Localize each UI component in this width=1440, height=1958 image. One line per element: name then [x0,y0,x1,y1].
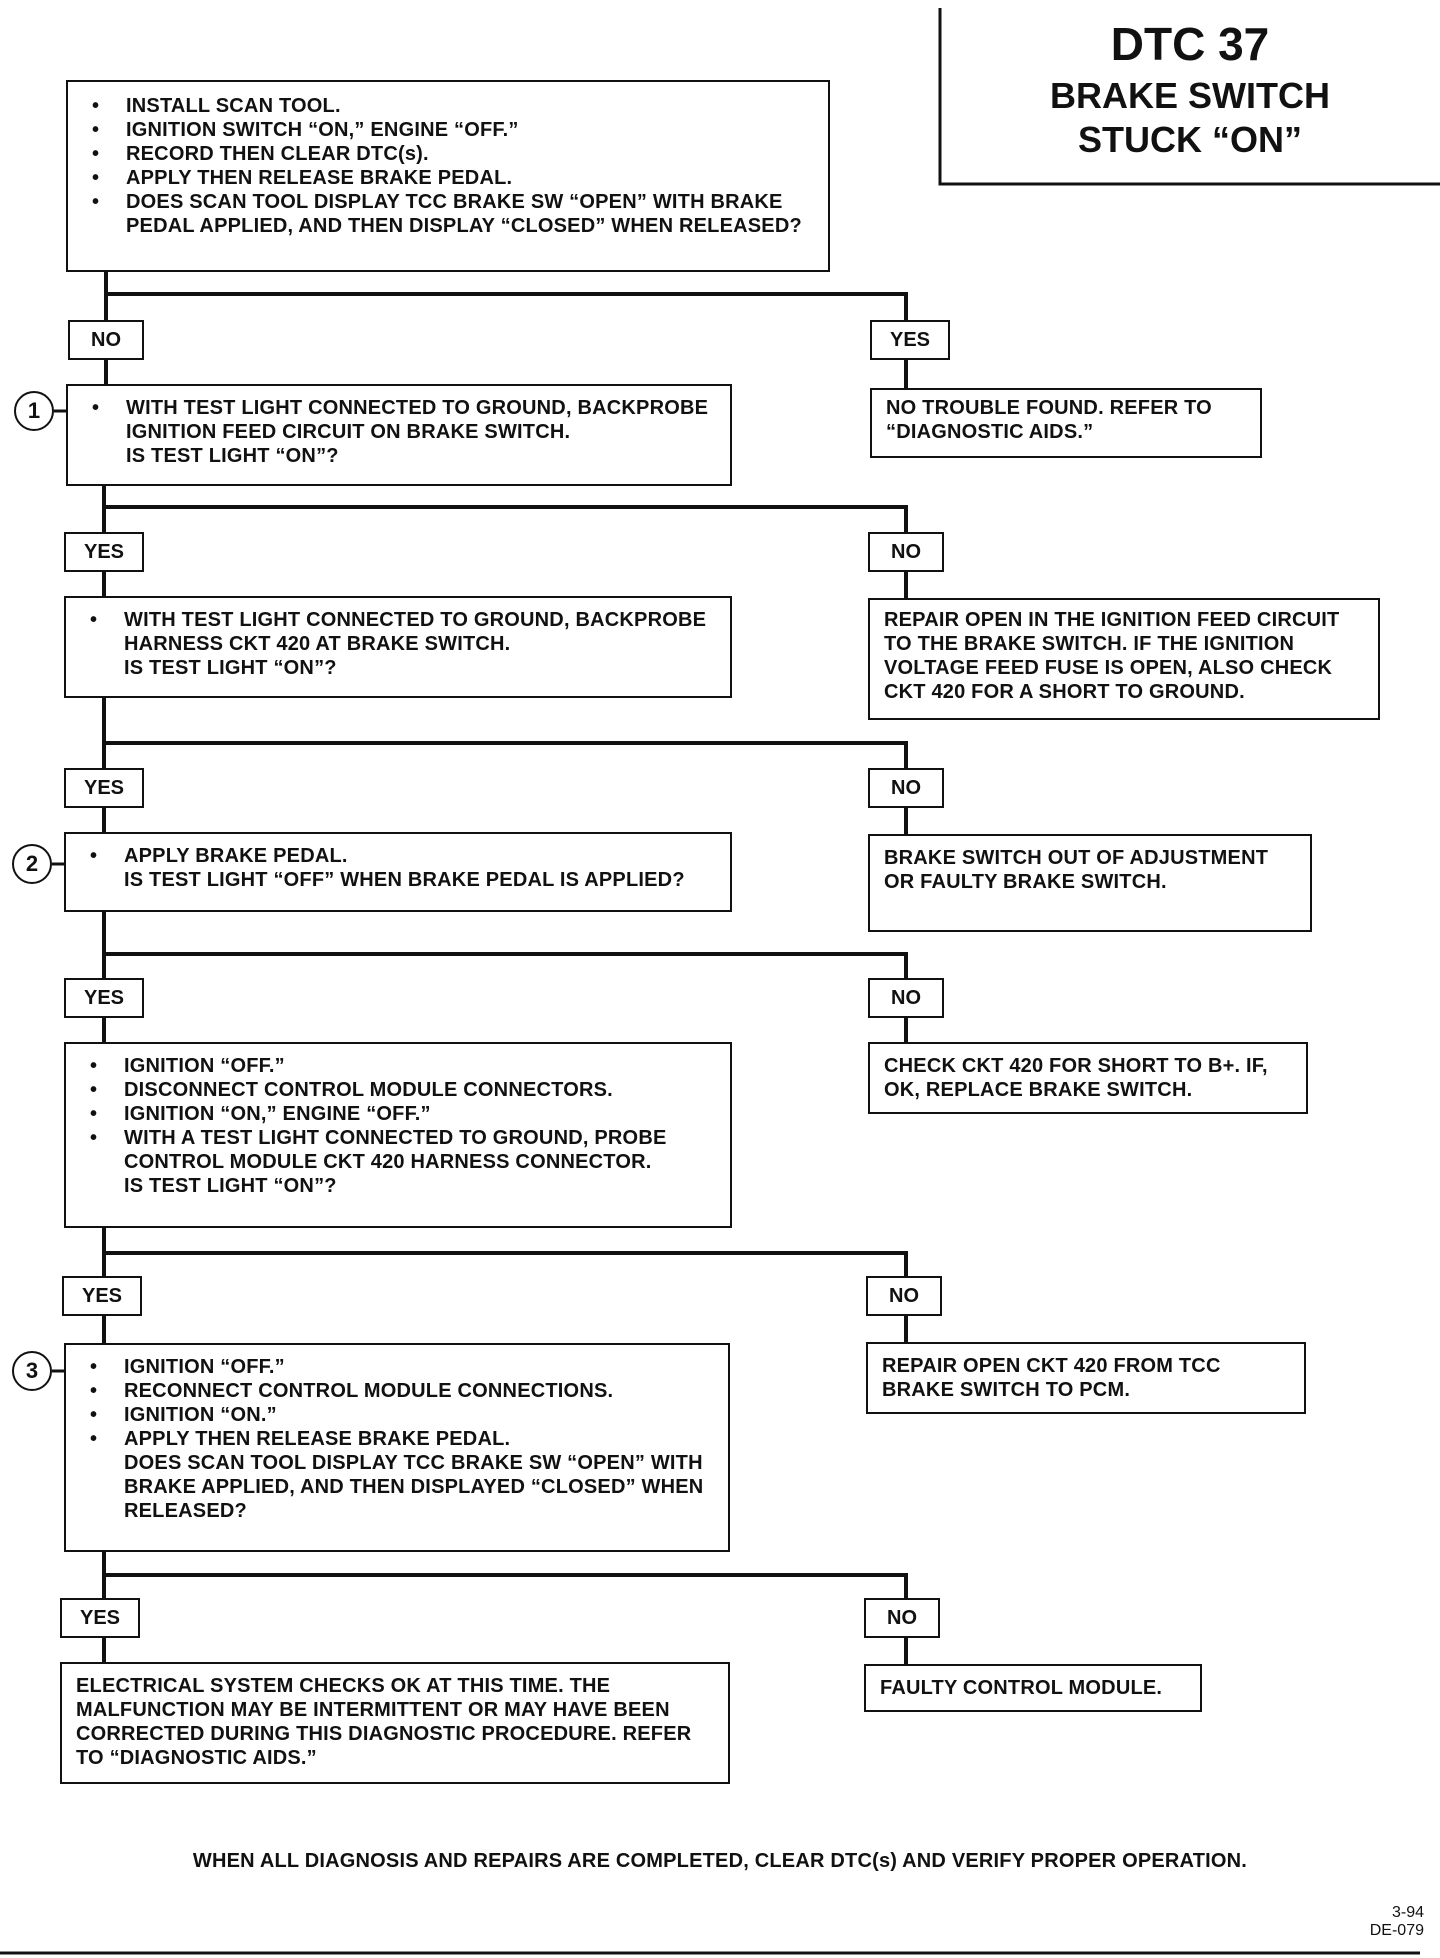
footer-note: WHEN ALL DIAGNOSIS AND REPAIRS ARE COMPL… [192,1850,1248,1872]
page-date: 3-94 [1391,1904,1424,1921]
step-number-3: 3 [12,1351,52,1391]
list-item: WITH TEST LIGHT CONNECTED TO GROUND, BAC… [78,396,720,444]
list-item: IGNITION “ON,” ENGINE “OFF.” [76,1102,720,1126]
title-block: DTC 37 BRAKE SWITCH STUCK “ON” [960,14,1420,162]
result-check-ckt-420-short: CHECK CKT 420 FOR SHORT TO B+. IF, OK, R… [868,1042,1308,1114]
step-box-2b: IGNITION “OFF.” DISCONNECT CONTROL MODUL… [64,1042,732,1228]
title-line-2: STUCK “ON” [1078,119,1302,160]
list-item: RECONNECT CONTROL MODULE CONNECTIONS. [76,1379,718,1403]
result-faulty-control-module: FAULTY CONTROL MODULE. [864,1664,1202,1712]
branch-label-no: NO [868,768,944,808]
branch-label-no: NO [864,1598,940,1638]
branch-label-yes: YES [64,532,144,572]
branch-label-yes: YES [64,768,144,808]
step-question: IS TEST LIGHT “ON”? [124,657,337,679]
step-box-2: APPLY BRAKE PEDAL. IS TEST LIGHT “OFF” W… [64,832,732,912]
step-question: IS TEST LIGHT “ON”? [126,445,339,467]
branch-label-yes: YES [62,1276,142,1316]
list-item: IGNITION “ON.” [76,1403,718,1427]
list-item: WITH TEST LIGHT CONNECTED TO GROUND, BAC… [76,608,720,656]
list-item: APPLY THEN RELEASE BRAKE PEDAL. [76,1427,718,1451]
result-no-trouble: NO TROUBLE FOUND. REFER TO “DIAGNOSTIC A… [870,388,1262,458]
list-item: DOES SCAN TOOL DISPLAY TCC BRAKE SW “OPE… [78,190,818,238]
step-box-initial: INSTALL SCAN TOOL. IGNITION SWITCH “ON,”… [66,80,830,272]
step-box-1b: WITH TEST LIGHT CONNECTED TO GROUND, BAC… [64,596,732,698]
list-item: APPLY THEN RELEASE BRAKE PEDAL. [78,166,818,190]
branch-label-yes: YES [60,1598,140,1638]
branch-label-yes: YES [870,320,950,360]
page-reference: 3-94 DE-079 [1340,1904,1424,1940]
step-box-1: WITH TEST LIGHT CONNECTED TO GROUND, BAC… [66,384,732,486]
step-number-2: 2 [12,844,52,884]
step-initial-list: INSTALL SCAN TOOL. IGNITION SWITCH “ON,”… [78,94,818,238]
branch-label-yes: YES [64,978,144,1018]
step-box-3: IGNITION “OFF.” RECONNECT CONTROL MODULE… [64,1343,730,1552]
list-item: IGNITION “OFF.” [76,1054,720,1078]
result-repair-ignition-feed: REPAIR OPEN IN THE IGNITION FEED CIRCUIT… [868,598,1380,720]
branch-label-no: NO [68,320,144,360]
step-number-1: 1 [14,391,54,431]
branch-label-no: NO [866,1276,942,1316]
list-item: RECORD THEN CLEAR DTC(s). [78,142,818,166]
page-code: DE-079 [1369,1922,1424,1939]
result-system-ok: ELECTRICAL SYSTEM CHECKS OK AT THIS TIME… [60,1662,730,1784]
step-question: IS TEST LIGHT “ON”? [124,1175,337,1197]
result-repair-open-ckt-420: REPAIR OPEN CKT 420 FROM TCC BRAKE SWITC… [866,1342,1306,1414]
list-item: DISCONNECT CONTROL MODULE CONNECTORS. [76,1078,720,1102]
dtc-code: DTC 37 [1110,18,1270,70]
step-question: IS TEST LIGHT “OFF” WHEN BRAKE PEDAL IS … [124,869,685,891]
list-item: WITH A TEST LIGHT CONNECTED TO GROUND, P… [76,1126,720,1174]
list-item: IGNITION “OFF.” [76,1355,718,1379]
list-item: IGNITION SWITCH “ON,” ENGINE “OFF.” [78,118,818,142]
result-brake-switch-adjustment: BRAKE SWITCH OUT OF ADJUSTMENT OR FAULTY… [868,834,1312,932]
list-item: APPLY BRAKE PEDAL. [76,844,720,868]
branch-label-no: NO [868,978,944,1018]
title-line-1: BRAKE SWITCH [1050,75,1330,116]
list-item: INSTALL SCAN TOOL. [78,94,818,118]
branch-label-no: NO [868,532,944,572]
step-question: DOES SCAN TOOL DISPLAY TCC BRAKE SW “OPE… [124,1452,704,1522]
